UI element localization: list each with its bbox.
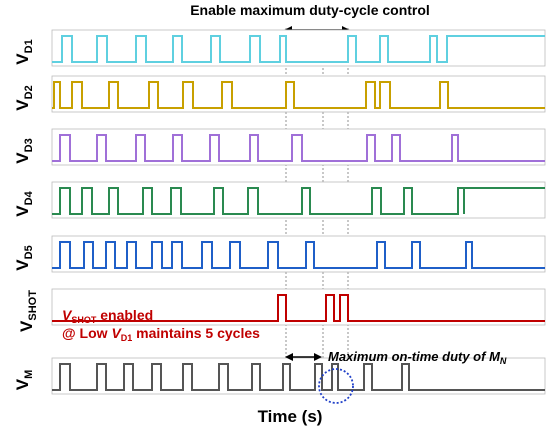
signal-label-shot: VSHOT	[17, 290, 39, 332]
shot-annotation-line1: VSHOT enabled	[62, 307, 153, 325]
shot-annotation: VSHOT enabled @ Low VD1 maintains 5 cycl…	[62, 307, 260, 343]
signal-row-d2: VD2	[13, 75, 546, 113]
signal-row-d3: VD3	[13, 128, 546, 166]
signal-row-shot: VSHOT	[17, 288, 546, 332]
signal-row-d4: VD4	[13, 181, 546, 219]
signal-band	[51, 288, 546, 326]
waveform-d2	[52, 81, 545, 109]
waveform-d1	[52, 35, 545, 63]
signal-label-m: VM	[13, 370, 35, 391]
signal-label-d5: VD5	[13, 245, 35, 270]
signal-row-m: VM	[13, 357, 546, 395]
x-axis-label: Time (s)	[258, 407, 323, 426]
waveform-m	[52, 363, 545, 391]
signal-label-d1: VD1	[13, 39, 35, 64]
waveform-shot	[52, 294, 545, 322]
signal-band	[51, 357, 546, 395]
waveform-d4	[52, 187, 545, 215]
highlight-circle	[318, 368, 354, 404]
signal-row-d5: VD5	[13, 235, 546, 273]
waveform-d3	[52, 134, 545, 162]
shot-annotation-line2: @ Low VD1 maintains 5 cycles	[62, 325, 260, 343]
max-on-time-annotation: Maximum on-time duty of MN	[285, 349, 507, 404]
waveform-d5	[52, 241, 545, 269]
signal-label-d4: VD4	[13, 190, 35, 216]
signal-band	[51, 75, 546, 113]
signal-label-d3: VD3	[13, 138, 35, 163]
diagram-title: Enable maximum duty-cycle control	[190, 2, 430, 18]
signal-label-d2: VD2	[13, 85, 35, 110]
signal-row-d1: VD1	[13, 29, 546, 67]
max-on-time-label: Maximum on-time duty of MN	[328, 349, 507, 366]
